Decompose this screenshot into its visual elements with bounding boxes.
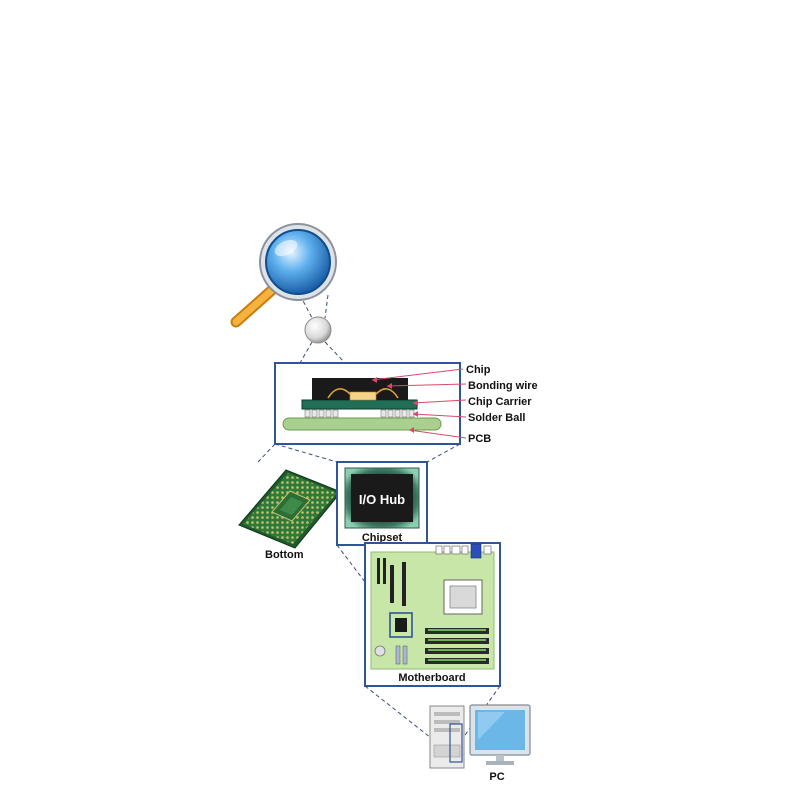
label-solder-ball: Solder Ball xyxy=(468,412,525,424)
label-io-hub: I/O Hub xyxy=(359,492,405,507)
label-chip: Chip xyxy=(466,364,491,376)
solder-ball-row xyxy=(304,409,415,418)
cmos-battery xyxy=(374,645,386,657)
bga-chip-icon xyxy=(238,469,342,549)
cross-section-panel xyxy=(274,362,467,445)
chip-die xyxy=(349,391,377,401)
chip-body xyxy=(312,378,408,400)
pc-tower-icon xyxy=(429,705,465,769)
connector-line xyxy=(257,443,276,463)
motherboard-panel xyxy=(364,542,501,687)
chip-carrier-layer xyxy=(301,399,418,410)
label-chip-carrier: Chip Carrier xyxy=(468,396,532,408)
label-bonding-wire: Bonding wire xyxy=(468,380,538,392)
label-pcb: PCB xyxy=(468,433,491,445)
label-chipset: Chipset xyxy=(362,532,403,544)
chipset-panel xyxy=(336,461,428,546)
leader-lines xyxy=(371,368,467,439)
motherboard-chipset-highlight xyxy=(389,612,413,638)
solder-ball-icon xyxy=(304,316,332,344)
label-pc: PC xyxy=(489,771,504,783)
connector-line xyxy=(324,294,329,319)
ram-slots xyxy=(425,628,489,664)
expansion-slots xyxy=(377,558,406,606)
pc-motherboard-highlight xyxy=(449,723,463,763)
connector-line xyxy=(324,341,346,364)
connector-line xyxy=(364,685,441,746)
connector-line xyxy=(426,443,461,463)
arrowheads xyxy=(372,377,418,433)
magnifier-icon xyxy=(230,223,337,328)
label-bottom: Bottom xyxy=(265,549,304,561)
monitor-icon xyxy=(469,704,531,765)
connector-line xyxy=(299,294,313,319)
bonding-wires xyxy=(327,388,399,399)
pcb-layer xyxy=(282,417,442,431)
connector-line xyxy=(274,443,338,463)
label-motherboard: Motherboard xyxy=(398,672,465,684)
connector-line xyxy=(299,341,313,364)
io-ports xyxy=(435,543,492,559)
